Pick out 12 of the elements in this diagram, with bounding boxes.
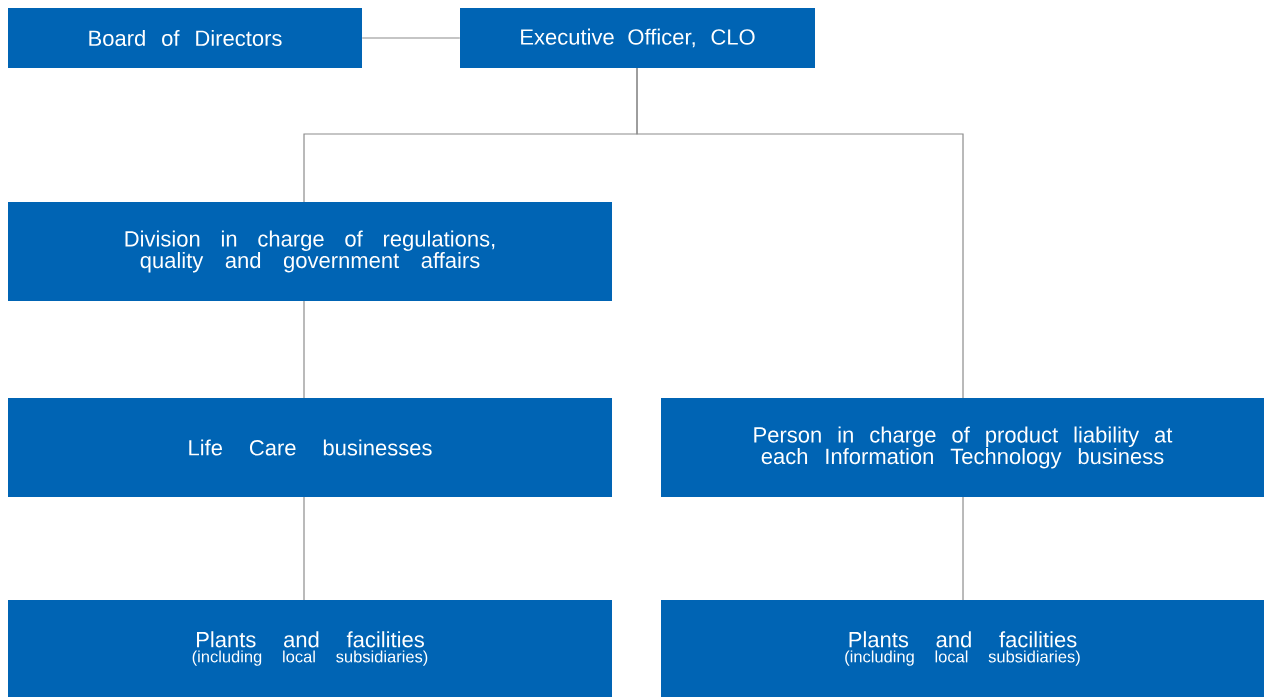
org-box: Division in charge of regulations, quality and government affairs — [8, 202, 612, 301]
org-box: Plants and facilities (including local subsidiaries) — [661, 600, 1264, 697]
connector-line — [361, 37, 461, 39]
org-box: Person in charge of product liability at each Information Technology business — [661, 398, 1264, 497]
connector-line — [303, 300, 305, 399]
org-box: Life Care businesses — [8, 398, 612, 497]
connector-line — [962, 496, 964, 601]
connector-line — [303, 496, 305, 601]
org-box: Plants and facilities (including local subsidiaries) — [8, 600, 612, 697]
connector-line — [636, 67, 964, 399]
org-box: Executive Officer, CLO — [460, 8, 815, 68]
org-box: Board of Directors — [8, 8, 362, 68]
